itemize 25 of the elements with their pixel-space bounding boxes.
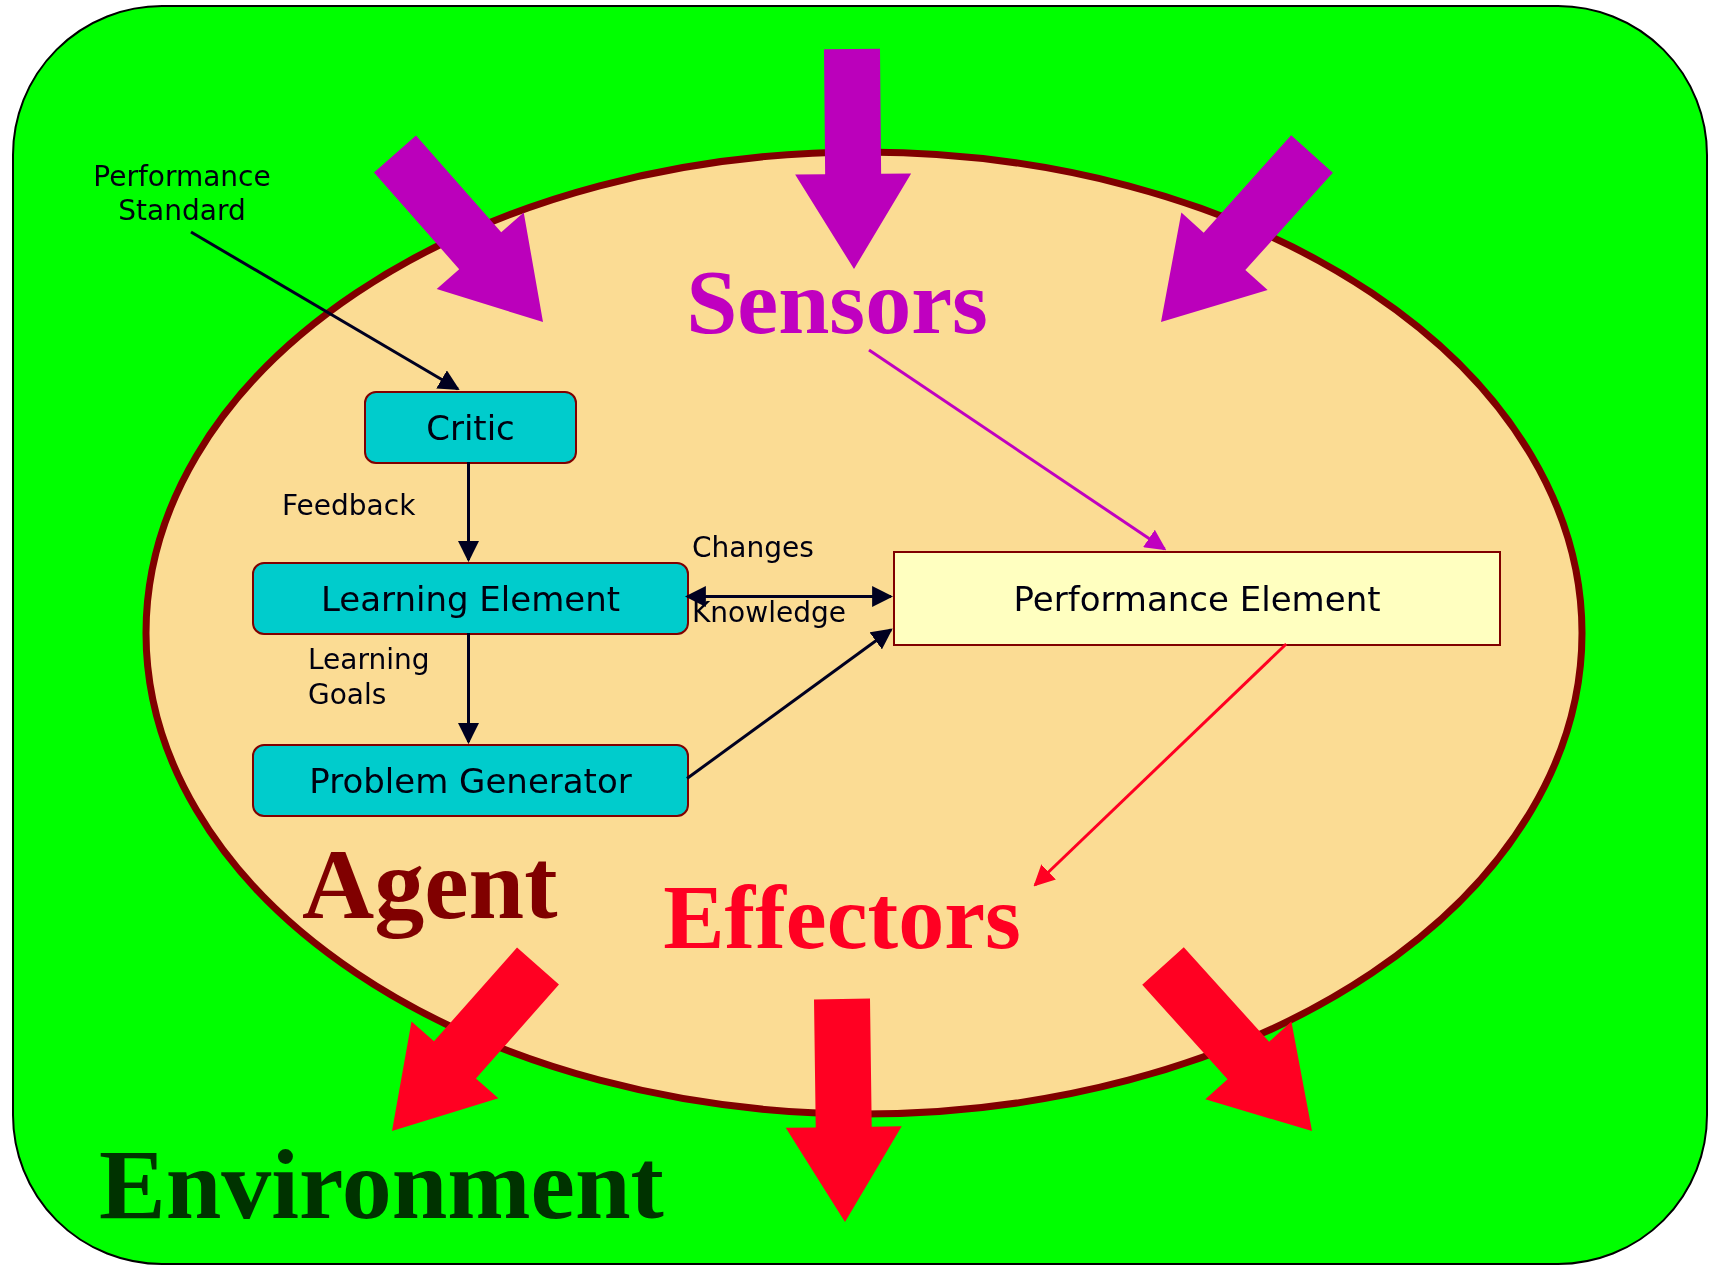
annotation-text: Changes [692,530,814,565]
arrow [686,628,893,780]
box-label: Performance Element [1012,578,1382,619]
arrow [458,633,479,745]
arrow [190,230,460,391]
edge-label: Learning Goals [308,642,431,712]
environment-panel [12,5,1708,1265]
arrow [684,586,894,607]
process-box [893,551,1501,646]
arrow [458,462,479,563]
section-label: Effectors [662,864,1022,970]
box-label: Learning Element [319,578,622,619]
agent-label: Agent [302,830,558,940]
section-label: Sensors [685,249,989,355]
annotation-text: Knowledge [692,595,846,630]
environment-label: Environment [99,1130,664,1240]
process-box [252,744,689,817]
annotation-text: Performance Standard [92,160,272,228]
process-box [364,391,577,464]
process-box [252,562,689,635]
box-label: Problem Generator [308,760,633,801]
arrow [1033,642,1288,887]
arrow [868,348,1167,551]
edge-label: Feedback [282,488,417,523]
box-label: Critic [425,407,516,448]
